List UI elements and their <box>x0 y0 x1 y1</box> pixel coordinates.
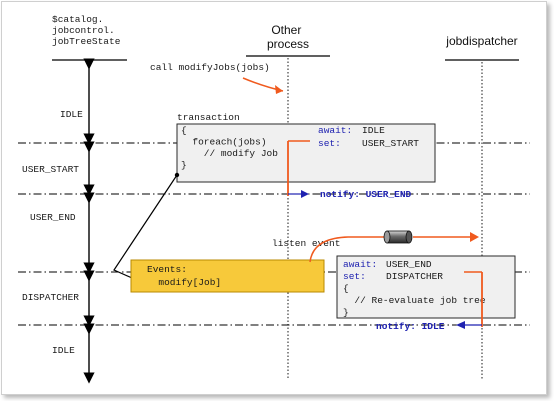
transaction-await-label: await: <box>318 125 352 136</box>
state-title-line-3: jobTreeState <box>52 36 121 47</box>
dispatcher-code-line-2: // Re-evaluate job tree <box>343 295 486 306</box>
transaction-code: { foreach(jobs) // modify Job } <box>181 125 306 171</box>
transaction-code-line-4: } <box>181 160 187 171</box>
dispatcher-code-line-3: } <box>343 307 349 318</box>
state-label-user-start: USER_START <box>22 164 79 175</box>
dispatcher-code-line-1: { <box>343 283 349 294</box>
state-lifeline-title: $catalog. jobcontrol. jobTreeState <box>52 14 121 47</box>
transaction-events-connector <box>113 174 178 279</box>
transaction-box <box>176 123 436 183</box>
dispatcher-box <box>336 255 516 319</box>
notify-user-end-label: notify: USER_END <box>320 189 412 200</box>
transaction-label: transaction <box>177 112 240 123</box>
transaction-code-line-1: { <box>181 125 187 136</box>
transaction-set-label: set: <box>318 138 341 149</box>
state-label-idle-2: IDLE <box>52 345 75 356</box>
state-label-dispatcher: DISPATCHER <box>22 292 79 303</box>
message-queue-icon <box>383 230 413 244</box>
dispatcher-set-value: DISPATCHER <box>386 271 443 282</box>
dispatcher-set-label: set: <box>343 271 366 282</box>
events-item: modify[Job] <box>147 277 221 288</box>
transaction-await-value: IDLE <box>362 125 385 136</box>
notify-idle-arrowhead <box>456 321 465 329</box>
queue-to-dispatcher-arrowhead <box>470 232 479 242</box>
call-modify-jobs-label: call modifyJobs(jobs) <box>150 62 270 73</box>
notify-user-end-arrowhead <box>301 190 309 198</box>
listen-event-label: listen event <box>272 238 340 249</box>
call-arrowhead <box>275 85 283 94</box>
events-box <box>130 259 325 293</box>
state-label-idle-1: IDLE <box>60 109 83 120</box>
transaction-code-line-3: // modify Job <box>181 148 278 159</box>
notify-idle-label: notify: IDLE <box>376 321 445 332</box>
process-title-line-2: process <box>267 37 309 51</box>
process-lifeline-title: Other process <box>267 23 309 51</box>
dispatcher-code: { // Re-evaluate job tree } <box>343 283 514 318</box>
transaction-code-line-2: foreach(jobs) <box>181 137 267 148</box>
state-title-line-2: jobcontrol. <box>52 25 115 36</box>
state-label-user-end: USER_END <box>30 212 76 223</box>
events-title: Events: <box>147 264 187 275</box>
state-title-line-1: $catalog. <box>52 14 103 25</box>
dispatcher-lifeline-title: jobdispatcher <box>445 34 517 48</box>
dispatcher-await-value: USER_END <box>386 259 432 270</box>
listen-event-curve <box>309 236 384 263</box>
dispatcher-await-label: await: <box>343 259 377 270</box>
process-title-line-1: Other <box>271 23 301 37</box>
transaction-set-value: USER_START <box>362 138 419 149</box>
